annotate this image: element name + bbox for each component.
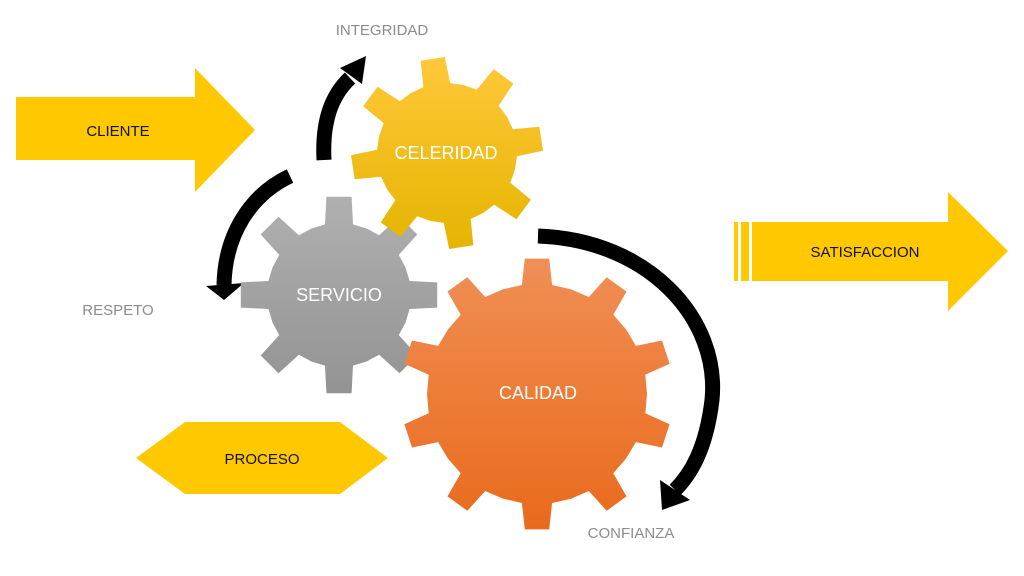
proceso-label: PROCESO — [224, 451, 299, 468]
servicio-label: SERVICIO — [296, 285, 382, 305]
confianza-cycle-arrow — [537, 228, 721, 510]
cliente-label: CLIENTE — [86, 123, 149, 140]
integridad-label: INTEGRIDAD — [336, 22, 429, 39]
satisfaccion-label: SATISFACCION — [811, 244, 920, 261]
celeridad-label: CELERIDAD — [394, 143, 497, 163]
calidad-gear: CALIDAD — [404, 258, 670, 530]
proceso-arrow: PROCESO — [136, 422, 388, 494]
satisfaccion-arrow: SATISFACCION — [734, 192, 1008, 311]
celeridad-gear: CELERIDAD — [351, 57, 543, 249]
respeto-label: RESPETO — [82, 302, 153, 319]
calidad-label: CALIDAD — [499, 383, 577, 403]
servicio-gear: SERVICIO — [240, 196, 438, 394]
integridad-cycle-arrow — [316, 56, 366, 161]
respeto-cycle-arrow — [206, 169, 294, 300]
cliente-arrow: CLIENTE — [16, 68, 255, 192]
confianza-label: CONFIANZA — [588, 525, 675, 542]
